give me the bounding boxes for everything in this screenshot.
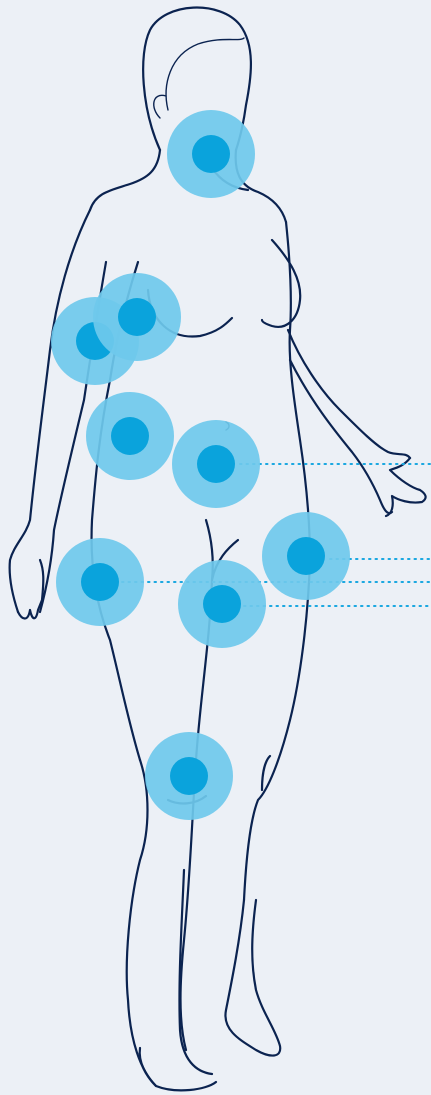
marker-core (111, 417, 149, 455)
marker-core (170, 757, 208, 795)
marker-core (197, 445, 235, 483)
marker-core (192, 135, 230, 173)
marker-core (118, 298, 156, 336)
marker-hip-right (262, 512, 350, 600)
marker-wrist-left (56, 538, 144, 626)
marker-armpit-left-inner (93, 273, 181, 361)
marker-core (287, 537, 325, 575)
marker-core (81, 563, 119, 601)
marker-elbow-left (86, 392, 174, 480)
marker-knee-left (145, 732, 233, 820)
marker-neck (167, 110, 255, 198)
marker-core (203, 585, 241, 623)
marker-abdomen (172, 420, 260, 508)
marker-groin-left (178, 560, 266, 648)
